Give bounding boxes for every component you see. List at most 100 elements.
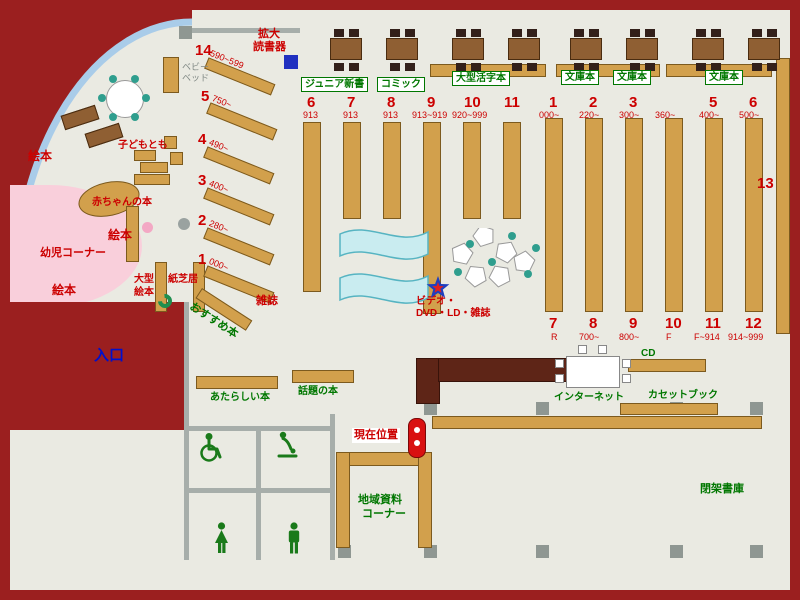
pillar [424,402,437,415]
chair [405,29,415,37]
chair [405,63,415,71]
stack-shelf [423,122,441,314]
stack-shelf [625,118,643,312]
stack-range: 700~ [579,332,600,342]
current-location-marker [408,418,426,458]
baby-books-label: 赤ちゃんの本 [92,197,152,208]
wall [184,302,189,560]
stack-shelf [705,118,723,312]
chair [390,29,400,37]
cassette-shelf [620,403,718,415]
magnifier-label-line2: 読書器 [253,41,286,53]
stack-number: 7 [549,315,558,332]
stack-shelf [545,118,563,312]
kamishibai-label: 紙芝居 [168,274,198,285]
study-table [748,29,780,71]
chair [574,63,584,71]
closed-stacks-label: 閉架書庫 [700,483,744,495]
stack-number: 1 [549,94,558,111]
local-materials-shelf [418,452,432,548]
chair [334,29,344,37]
stack-number: 2 [198,212,207,229]
av-corner-label-line2: DVD・LD・雑誌 [416,308,491,319]
kids-stool [178,218,190,230]
chair [752,29,762,37]
stack-shelf [303,122,321,292]
kids-stool [131,75,139,83]
magazine-rack [339,229,429,304]
seat-icon [488,265,511,288]
kids-stool [109,113,117,121]
stack-number: 6 [307,94,316,111]
cd-shelf [628,359,706,372]
kids-stool-box [170,152,183,165]
current-location-label: 現在位置 [352,428,400,443]
diagonal-shelf: 490~ [203,137,278,185]
stack-number: 9 [427,94,436,111]
chair [645,29,655,37]
kids-stool [142,222,153,233]
stack-number: 4 [198,131,207,148]
stack-range: 220~ [579,110,600,120]
kids-stool [131,113,139,121]
local-materials-shelf [336,452,350,548]
kids-books-label: 子どもとも [118,140,168,151]
local-materials-label-line1: 地域資料 [358,494,402,506]
stack-number: 5 [709,94,718,111]
chair [456,63,466,71]
browsing-seats [451,228,540,288]
section-label: 文庫本 [613,70,651,85]
study-table [692,29,724,71]
chair [622,374,631,383]
picture-books-label: 絵本 [52,283,77,297]
diagonal-shelf: 750~ [206,93,281,141]
kids-step [134,150,156,161]
stack-number: 7 [347,94,356,111]
service-counter [416,358,440,404]
chair [334,63,344,71]
chair [696,63,706,71]
pillar [750,545,763,558]
baby-room-icon [277,431,298,458]
pillar [670,545,683,558]
service-counter [438,358,568,382]
baby-bed [163,57,179,93]
kids-round-table [106,80,144,118]
chair [767,63,777,71]
star-marker [426,276,450,298]
stack-shelf [503,122,521,219]
picture-book-shelf [126,206,139,262]
kids-stool [142,94,150,102]
entrance-area [10,302,184,430]
chair [527,63,537,71]
chair [630,63,640,71]
chair [622,359,631,368]
recommended-books-shelf: おすすめ本 [187,288,253,344]
pillar [536,545,549,558]
stack-number: 14 [195,42,212,59]
pillar [338,545,351,558]
chair [578,345,587,354]
section-label: コミック [377,77,425,92]
chair [711,63,721,71]
stack-number: 13 [757,175,774,192]
stack-range: 913~919 [412,110,448,120]
stack-number: 6 [749,94,758,111]
seat-icon [451,242,474,265]
stack-range: R [551,332,558,342]
pillar [750,402,763,415]
section-label: 大型活字本 [452,71,510,86]
new-books-label: あたらしい本 [210,392,270,403]
stack-range: 914~999 [728,332,764,342]
chair [630,29,640,37]
internet-table [566,356,620,388]
study-table [452,29,484,71]
men-toilet-icon [288,522,300,554]
chair [390,63,400,71]
seat-icon [513,250,536,273]
stack-range: 920~999 [452,110,488,120]
stack-range: F [666,332,672,342]
stack-number: 1 [198,251,207,268]
picture-books-label: 絵本 [108,228,133,242]
